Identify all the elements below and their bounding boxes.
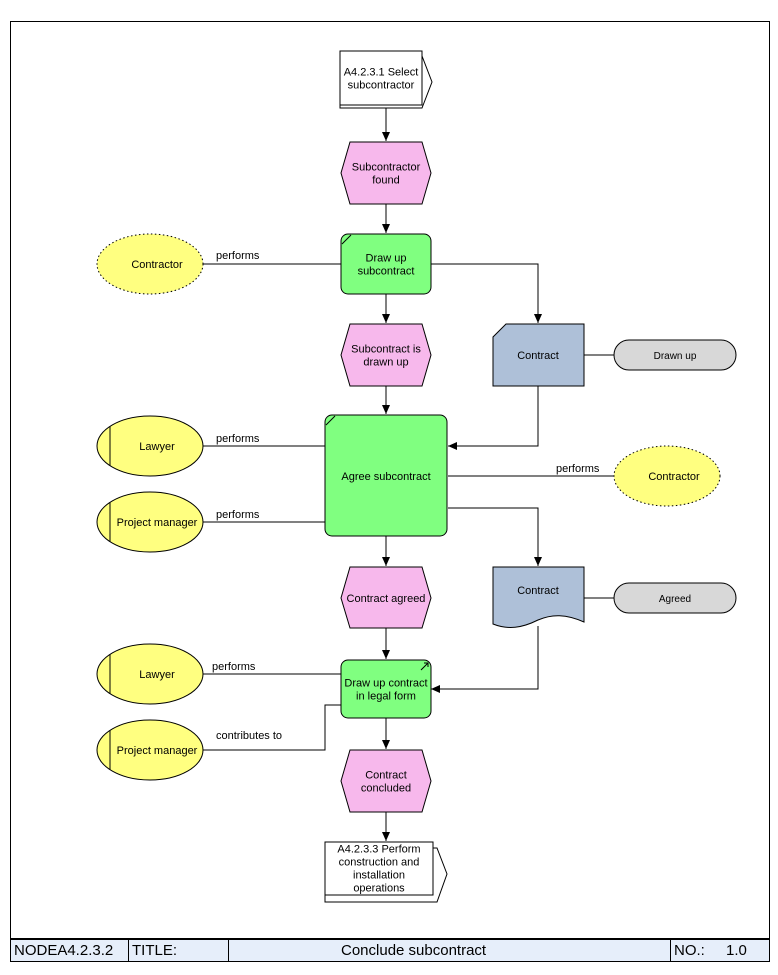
node-label-line: Contractor <box>131 259 183 271</box>
node-label: Contractor <box>131 259 183 271</box>
node-label: Contract <box>517 350 559 362</box>
edge-label-performs: performs <box>216 250 260 262</box>
org-lawyer-2[interactable]: Lawyer <box>96 643 204 705</box>
edge-label-performs: performs <box>216 509 260 521</box>
node-label-line: Contract <box>365 770 407 782</box>
org-lawyer-1[interactable]: Lawyer <box>96 415 204 477</box>
output-arrow <box>431 263 542 323</box>
node-label: Contract agreed <box>347 593 426 605</box>
status-drawn-up[interactable]: Drawn up <box>613 339 737 371</box>
number-label: NO.: <box>674 942 705 959</box>
node-label-line: subcontract <box>358 266 415 278</box>
node-label-line: A4.2.3.3 Perform <box>337 844 420 856</box>
node-label-line: Draw up <box>366 253 407 265</box>
node-label: Contract <box>517 585 559 597</box>
node-label-line: Subcontractor <box>352 162 421 174</box>
diagram-title: Conclude subcontract <box>229 940 671 961</box>
org-project-manager-1[interactable]: Project manager <box>96 491 204 553</box>
node-label-line: Contract <box>517 350 559 362</box>
edge-label-performs: performs <box>216 433 260 445</box>
node-label-line: construction and <box>339 857 420 869</box>
org-project-manager-2[interactable]: Project manager <box>96 719 204 781</box>
edge-label-performs: performs <box>212 661 256 673</box>
org-contractor-right[interactable]: Contractor <box>613 445 721 507</box>
contributes-line <box>203 704 341 751</box>
event-contract-agreed[interactable]: Contract agreed <box>340 566 432 629</box>
node-label-line: installation <box>353 870 405 882</box>
function-agree-subcontract[interactable]: Agree subcontract <box>324 414 448 537</box>
process-diagram: performs performs performs performs perf… <box>96 50 737 903</box>
node-label: Contractor <box>648 471 700 483</box>
node-label-line: operations <box>353 883 405 895</box>
edge-label-contributes: contributes to <box>216 730 282 742</box>
node-label-line: Agree subcontract <box>341 471 430 483</box>
node-label-line: Contract agreed <box>347 593 426 605</box>
node-label-line: Drawn up <box>654 351 697 362</box>
document-contract-drawn-up[interactable]: Contract <box>492 323 585 387</box>
input-arrow <box>431 626 539 693</box>
input-arrow <box>448 386 539 450</box>
node-label: Project manager <box>117 517 198 529</box>
node-label: Project manager <box>117 745 198 757</box>
node-id: NODEA4.2.3.2 <box>11 940 129 961</box>
title-label: TITLE: <box>129 940 229 961</box>
node-label-line: concluded <box>361 783 411 795</box>
node-label-line: A4.2.3.1 Select <box>344 67 419 79</box>
node-label-line: Lawyer <box>139 441 175 453</box>
node-label: Agree subcontract <box>341 471 430 483</box>
node-label-line: Contractor <box>648 471 700 483</box>
node-label-line: Agreed <box>659 594 691 605</box>
node-label: Agreed <box>659 594 691 605</box>
org-contractor-left[interactable]: Contractor <box>96 233 204 295</box>
node-label-line: in legal form <box>356 691 416 703</box>
node-label-line: drawn up <box>363 357 408 369</box>
node-label-line: Lawyer <box>139 669 175 681</box>
node-label-line: Project manager <box>117 517 198 529</box>
node-label-line: Project manager <box>117 745 198 757</box>
node-label-line: found <box>372 175 400 187</box>
diagram-frame <box>10 21 770 939</box>
node-label: Lawyer <box>139 441 175 453</box>
document-contract-agreed[interactable]: Contract <box>492 566 585 628</box>
subprocess-icon <box>420 662 429 671</box>
title-block: NODEA4.2.3.2 TITLE: Conclude subcontract… <box>10 939 770 962</box>
node-label: Drawn up <box>654 351 697 362</box>
node-label-line: Contract <box>517 585 559 597</box>
node-label-line: subcontractor <box>348 80 415 92</box>
status-agreed[interactable]: Agreed <box>613 582 737 614</box>
number-value: 1.0 <box>726 942 747 959</box>
output-arrow <box>448 507 542 566</box>
node-label-line: Draw up contract <box>344 678 427 690</box>
edge-label-performs: performs <box>556 463 600 475</box>
node-label-line: Subcontract is <box>351 344 421 356</box>
node-label: Lawyer <box>139 669 175 681</box>
